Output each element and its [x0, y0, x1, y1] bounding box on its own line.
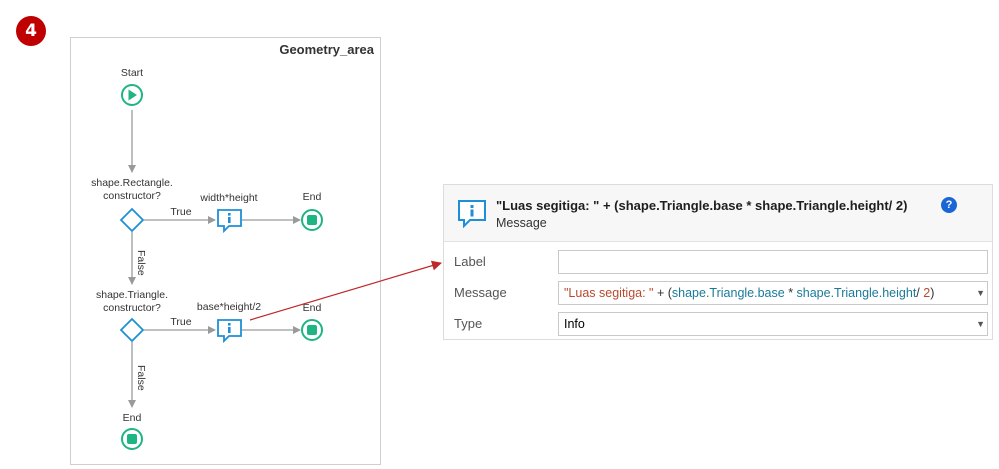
start-label: Start	[121, 67, 143, 79]
message-token-height: shape.Triangle.height	[796, 286, 917, 300]
decision1-node[interactable]	[119, 207, 145, 233]
label-field-label: Label	[454, 254, 486, 269]
message-token-op: )	[930, 286, 935, 300]
message-field-label: Message	[454, 285, 507, 300]
decision1-false-label: False	[135, 250, 147, 276]
start-node[interactable]	[121, 84, 143, 106]
chevron-down-icon[interactable]: ▼	[976, 319, 985, 329]
decision2-node[interactable]	[119, 317, 145, 343]
end2-label: End	[303, 302, 322, 314]
message-token-op: /	[916, 286, 924, 300]
message-token-base: shape.Triangle.base	[671, 286, 785, 300]
type-select-value: Info	[564, 317, 585, 331]
decision2-true-label: True	[170, 316, 191, 328]
properties-header: "Luas segitiga: " + (shape.Triangle.base…	[444, 185, 992, 242]
message1-label: width*height	[199, 192, 257, 204]
end3-label: End	[123, 412, 142, 424]
flow-canvas[interactable]: Geometry_area Start shape.Rectangle. con…	[70, 37, 381, 465]
message-token-op: *	[784, 286, 797, 300]
decision2-label-line2: constructor?	[103, 302, 161, 314]
properties-subtitle: Message	[496, 216, 547, 230]
message-token-string: "Luas segitiga: "	[564, 286, 654, 300]
decision1-label-line2: constructor?	[103, 190, 161, 202]
flow-title: Geometry_area	[279, 42, 374, 57]
decision1-label-line1: shape.Rectangle.	[91, 177, 173, 189]
flow-diagram: Start shape.Rectangle. constructor? True…	[91, 67, 323, 450]
end1-node[interactable]	[301, 209, 323, 231]
message-icon	[458, 200, 486, 228]
step-number-badge: 4	[16, 16, 46, 46]
message-field-input[interactable]: "Luas segitiga: " + (shape.Triangle.base…	[558, 281, 988, 305]
end3-node[interactable]	[121, 428, 143, 450]
end1-label: End	[303, 191, 322, 203]
decision2-label-line1: shape.Triangle.	[96, 289, 168, 301]
properties-title: "Luas segitiga: " + (shape.Triangle.base…	[496, 198, 908, 213]
end2-node[interactable]	[301, 319, 323, 341]
decision2-false-label: False	[135, 365, 147, 391]
properties-panel: "Luas segitiga: " + (shape.Triangle.base…	[443, 184, 993, 340]
property-row-label: Label	[444, 247, 992, 277]
message1-node[interactable]	[217, 209, 242, 234]
message2-label: base*height/2	[197, 301, 261, 313]
label-field-input[interactable]	[558, 250, 988, 274]
property-row-message: Message "Luas segitiga: " + (shape.Trian…	[444, 278, 992, 308]
message-token-number: 2	[923, 286, 931, 300]
chevron-down-icon[interactable]: ▼	[976, 288, 985, 298]
type-select[interactable]: Info ▼	[558, 312, 988, 336]
help-icon[interactable]: ?	[941, 197, 957, 213]
message-token-op: + (	[653, 286, 672, 300]
message2-node[interactable]	[217, 319, 242, 344]
decision1-true-label: True	[170, 206, 191, 218]
property-row-type: Type Info ▼	[444, 309, 992, 339]
type-field-label: Type	[454, 316, 483, 331]
